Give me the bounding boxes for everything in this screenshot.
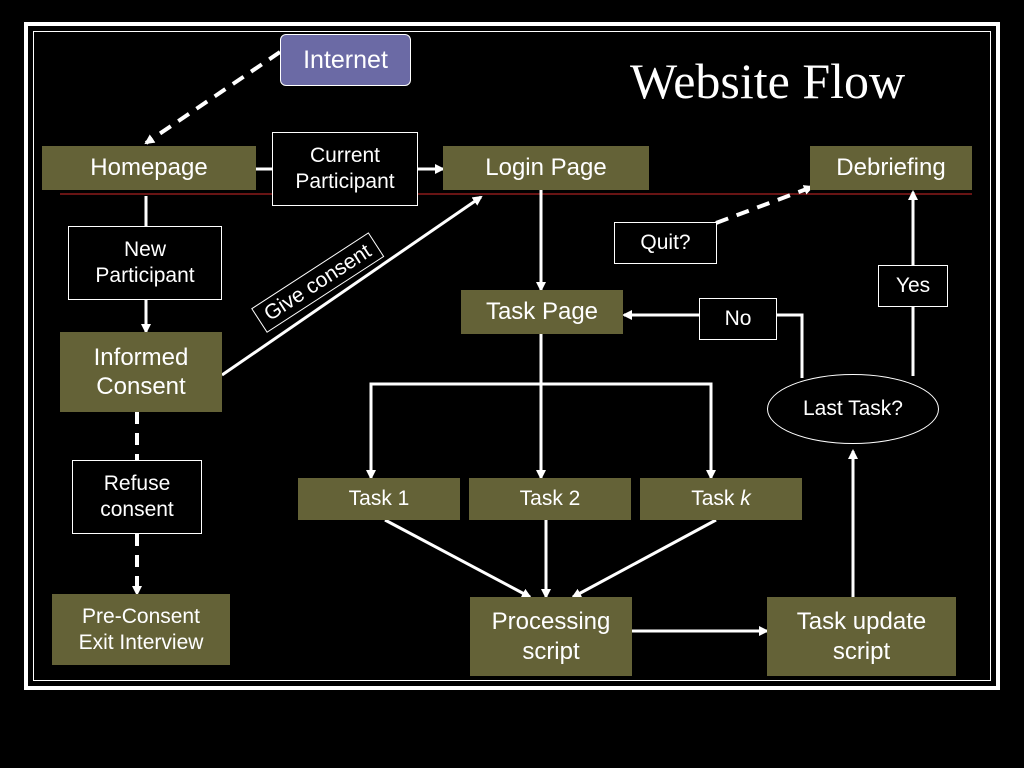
task-k-node[interactable]: Task k (640, 478, 802, 520)
line-lasttask-to-no (777, 313, 804, 378)
processing-script-node[interactable]: Processing script (470, 597, 632, 676)
arrow-task1-to-processing (384, 518, 532, 599)
quit-label: Quit? (614, 222, 717, 264)
task-1-node[interactable]: Task 1 (298, 478, 460, 520)
task-k-variable: k (740, 487, 751, 511)
pre-consent-exit-node[interactable]: Pre-Consent Exit Interview (52, 594, 230, 665)
arrow-internet-to-homepage (144, 50, 282, 145)
yes-label: Yes (878, 265, 948, 307)
arrow-consent-to-login (221, 195, 483, 377)
debriefing-node[interactable]: Debriefing (810, 146, 972, 190)
task-update-script-node[interactable]: Task update script (767, 597, 956, 676)
task-2-node[interactable]: Task 2 (469, 478, 631, 520)
login-page-node[interactable]: Login Page (443, 146, 649, 190)
outer-frame (24, 22, 1000, 690)
informed-consent-node[interactable]: Informed Consent (60, 332, 222, 412)
slide-title: Website Flow (630, 53, 906, 109)
no-label: No (699, 298, 777, 340)
inner-frame (33, 31, 991, 681)
task-page-node[interactable]: Task Page (461, 290, 623, 334)
last-task-decision[interactable]: Last Task? (767, 374, 939, 444)
refuse-consent-label: Refuse consent (72, 460, 202, 534)
new-participant-label: New Participant (68, 226, 222, 300)
task-k-prefix: Task (691, 487, 741, 511)
internet-node[interactable]: Internet (280, 34, 411, 86)
current-participant-label: Current Participant (272, 132, 418, 206)
homepage-node[interactable]: Homepage (42, 146, 256, 190)
arrow-quit-to-debriefing (715, 185, 814, 225)
line-task-branch (369, 382, 713, 478)
arrow-taskk-to-processing (571, 518, 717, 599)
